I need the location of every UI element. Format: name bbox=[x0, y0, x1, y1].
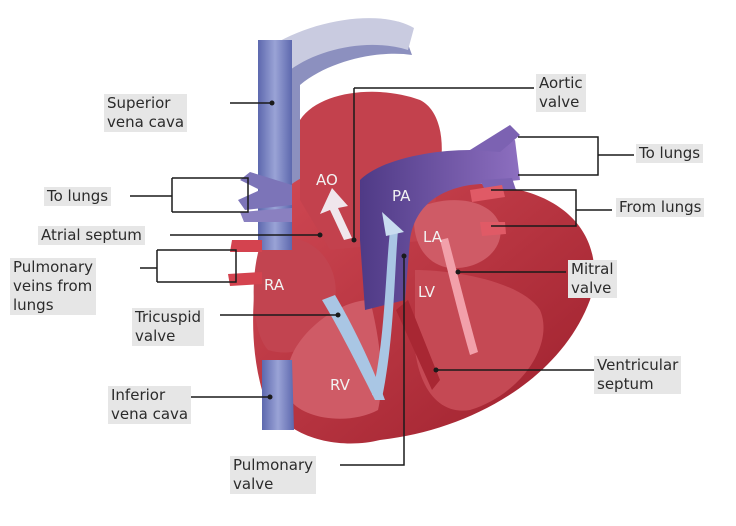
septum-band bbox=[396, 300, 440, 390]
chamber-label-la: LA bbox=[423, 228, 443, 246]
flow-arrow-mitral bbox=[440, 238, 478, 355]
flow-arrow-pulmonary bbox=[372, 230, 398, 398]
right-ventricle bbox=[290, 300, 382, 419]
label-to-lungs-left: To lungs bbox=[44, 187, 112, 206]
label-tricuspid-valve: Tricuspid valve bbox=[132, 308, 205, 346]
pulmonary-vein-right-lower bbox=[480, 222, 506, 236]
chamber-label-rv: RV bbox=[330, 376, 351, 394]
label-line: veins from bbox=[13, 277, 93, 295]
label-line: valve bbox=[539, 93, 580, 111]
pulmonary-artery-left-branch-lower bbox=[240, 208, 292, 222]
label-line: Pulmonary bbox=[13, 258, 93, 276]
label-inferior-vena-cava: Inferior vena cava bbox=[108, 386, 192, 424]
label-line: Mitral bbox=[571, 260, 614, 278]
label-line: valve bbox=[571, 279, 612, 297]
label-to-lungs-right: To lungs bbox=[636, 144, 704, 163]
aortic-arch-top bbox=[268, 18, 414, 70]
chamber-label-ra: RA bbox=[264, 276, 285, 294]
chamber-label-ao: AO bbox=[316, 171, 338, 189]
chamber-label-lv: LV bbox=[418, 283, 436, 301]
label-line: vena cava bbox=[107, 113, 185, 131]
leader-lines bbox=[130, 87, 634, 466]
label-pulmonary-valve: Pulmonary valve bbox=[230, 456, 316, 494]
label-aortic-valve: Aortic valve bbox=[536, 74, 586, 112]
flow-arrow-aorta bbox=[320, 188, 352, 240]
right-atrium bbox=[253, 238, 336, 353]
inferior-vena-cava-vessel bbox=[262, 360, 294, 430]
label-line: Superior bbox=[107, 94, 171, 112]
pulmonary-vein-left-upper bbox=[230, 240, 262, 252]
label-from-lungs: From lungs bbox=[616, 198, 705, 217]
label-ventricular-septum: Ventricular septum bbox=[594, 356, 682, 394]
label-line: lungs bbox=[13, 296, 54, 314]
label-line: vena cava bbox=[111, 405, 189, 423]
label-line: Pulmonary bbox=[233, 456, 313, 474]
label-line: valve bbox=[135, 327, 176, 345]
label-line: Ventricular bbox=[597, 356, 679, 374]
label-line: Inferior bbox=[111, 386, 166, 404]
pulmonary-branch-right bbox=[470, 125, 520, 152]
label-pulmonary-veins: Pulmonary veins from lungs bbox=[10, 258, 96, 315]
flow-arrow-pulmonary-head bbox=[382, 212, 404, 236]
pulmonary-artery-left-branch bbox=[238, 172, 292, 210]
pulmonary-vein-left-lower bbox=[228, 272, 262, 286]
flow-arrow-right-heart bbox=[322, 295, 385, 400]
label-mitral-valve: Mitral valve bbox=[568, 260, 617, 298]
left-ventricle bbox=[415, 270, 544, 411]
left-atrium bbox=[414, 200, 501, 269]
label-superior-vena-cava: Superior vena cava bbox=[104, 94, 188, 132]
label-line: valve bbox=[233, 475, 274, 493]
label-line: Aortic bbox=[539, 74, 583, 92]
pulmonary-trunk bbox=[360, 140, 520, 310]
label-line: septum bbox=[597, 375, 654, 393]
label-line: Tricuspid bbox=[135, 308, 202, 326]
label-atrial-septum: Atrial septum bbox=[38, 226, 145, 245]
chamber-label-pa: PA bbox=[392, 187, 411, 205]
